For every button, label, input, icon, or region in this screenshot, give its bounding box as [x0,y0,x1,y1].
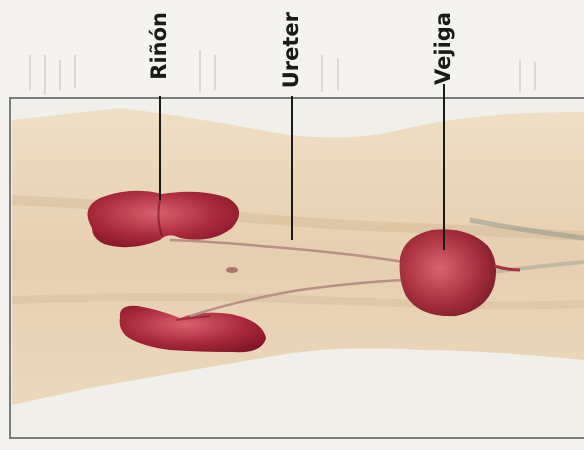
ureter-label: Ureter [279,11,303,88]
bladder-label: Vejiga [431,12,455,85]
kidney-label: Riñón [147,12,171,80]
